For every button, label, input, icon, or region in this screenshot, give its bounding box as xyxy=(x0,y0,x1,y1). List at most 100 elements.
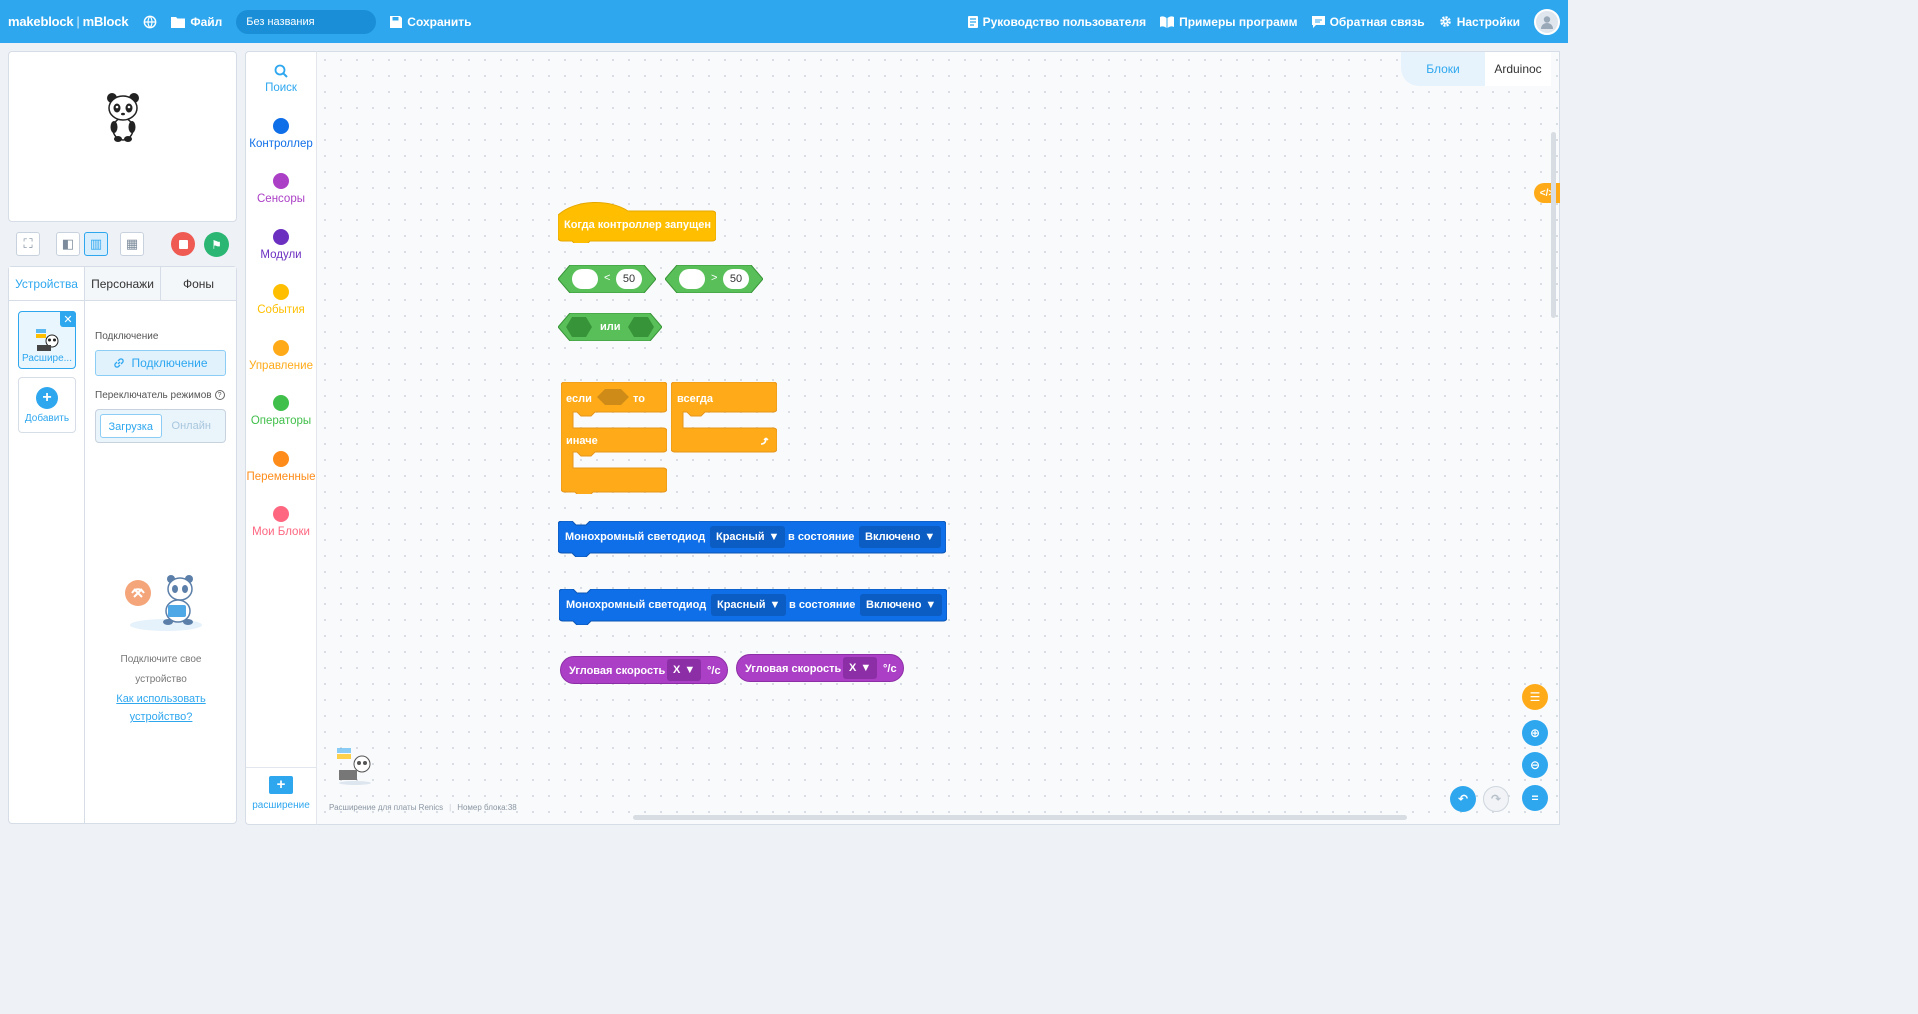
close-icon: ✕ xyxy=(63,313,73,326)
category-operators[interactable]: Операторы xyxy=(246,395,316,427)
chat-icon xyxy=(1311,15,1325,28)
lt-right-input[interactable]: 50 xyxy=(616,269,642,289)
list-indent-icon: ☰ xyxy=(1529,690,1541,704)
forever-label: всегда xyxy=(677,393,713,405)
zoom-out-button[interactable]: ⊖ xyxy=(1522,752,1548,778)
save-button[interactable]: Сохранить xyxy=(390,15,472,29)
if-label: если xyxy=(566,393,592,405)
gt-left-input[interactable] xyxy=(679,269,705,289)
workspace-footer: Расширение для платы Renics|Номер блока:… xyxy=(329,803,517,812)
help-link-line-2[interactable]: устройство? xyxy=(129,711,193,723)
tab-sprites[interactable]: Персонажи xyxy=(85,267,161,300)
tab-arduino-c[interactable]: Arduinoc xyxy=(1485,52,1551,86)
redo-button[interactable]: ↷ xyxy=(1483,786,1509,812)
category-variables[interactable]: Переменные xyxy=(246,451,316,483)
block-mono-led-1[interactable]: Монохромный светодиод Красный▼ в состоян… xyxy=(558,521,946,557)
block-mono-led-2[interactable]: Монохромный светодиод Красный▼ в состоян… xyxy=(559,589,947,625)
category-modules[interactable]: Модули xyxy=(246,229,316,261)
code-icon: </> xyxy=(1539,187,1555,199)
category-my-blocks[interactable]: Мои Блоки xyxy=(246,506,316,538)
gt-right-input[interactable]: 50 xyxy=(723,269,749,289)
category-operators-dot xyxy=(273,395,289,411)
script-workspace[interactable]: Блоки Arduinoc </> Когда контроллер запу… xyxy=(316,51,1560,825)
category-my-blocks-label: Мои Блоки xyxy=(252,526,310,538)
panda-sprite[interactable] xyxy=(105,91,141,143)
led-state-dropdown[interactable]: Включено▼ xyxy=(860,594,943,616)
category-search[interactable]: Поиск xyxy=(246,64,316,94)
help-icon[interactable]: ? xyxy=(214,390,225,401)
category-control[interactable]: Управление xyxy=(246,340,316,372)
tab-blocks[interactable]: Блоки xyxy=(1401,52,1485,86)
mode-switch[interactable]: Загрузка Онлайн xyxy=(95,409,226,443)
stop-button[interactable] xyxy=(171,232,195,256)
led-color-dropdown[interactable]: Красный▼ xyxy=(711,594,787,616)
connect-hint: Подключите свое устройство Как использов… xyxy=(85,567,237,726)
user-avatar[interactable] xyxy=(1534,8,1560,35)
globe-icon xyxy=(143,15,157,28)
led-state-value: Включено xyxy=(865,531,921,543)
block-forever[interactable]: всегда xyxy=(671,382,777,454)
category-sensors[interactable]: Сенсоры xyxy=(246,173,316,205)
block-angular-velocity-2[interactable]: Угловая скорость X▼ °/с xyxy=(736,654,904,682)
gyro-label: Угловая скорость xyxy=(745,663,842,675)
project-name-input[interactable] xyxy=(236,9,377,34)
forever-shape xyxy=(671,382,777,453)
settings-menu[interactable]: Настройки xyxy=(1439,15,1520,29)
mode-live[interactable]: Онлайн xyxy=(171,420,211,432)
large-stage-button[interactable]: ▥ xyxy=(84,232,108,256)
horizontal-scrollbar[interactable] xyxy=(633,815,1407,820)
category-events[interactable]: События xyxy=(246,284,316,316)
grid-view-button[interactable]: ▦ xyxy=(120,232,144,256)
category-control-label: Управление xyxy=(249,360,313,372)
category-controller[interactable]: Контроллер xyxy=(246,118,316,150)
vertical-scrollbar[interactable] xyxy=(1551,132,1556,318)
lt-left-input[interactable] xyxy=(572,269,598,289)
settings-label: Настройки xyxy=(1456,14,1520,29)
gyro-unit: °/с xyxy=(883,663,897,675)
tab-backdrops[interactable]: Фоны xyxy=(161,267,236,300)
sprite-tabs: Устройства Персонажи Фоны xyxy=(9,267,236,301)
connection-label: Подключение xyxy=(95,331,159,342)
user-guide-link[interactable]: Руководство пользователя xyxy=(967,15,1146,29)
code-view-tabs: Блоки Arduinoc xyxy=(1401,52,1551,86)
file-menu-label: Файл xyxy=(190,14,223,29)
file-menu[interactable]: Файл xyxy=(171,15,222,29)
device-settings: Подключение Подключение Переключатель ре… xyxy=(95,301,228,443)
block-or[interactable]: или xyxy=(558,313,662,341)
tab-devices[interactable]: Устройства xyxy=(9,267,85,300)
language-button[interactable] xyxy=(143,15,157,29)
examples-link[interactable]: Примеры программ xyxy=(1160,15,1298,29)
stage[interactable] xyxy=(8,51,237,222)
block-less-than[interactable]: < 50 xyxy=(558,265,656,293)
led-label: Монохромный светодиод xyxy=(566,599,707,611)
block-if-then-else[interactable]: если то иначе xyxy=(561,382,667,494)
gyro-axis-dropdown[interactable]: X▼ xyxy=(843,657,878,679)
extension-button[interactable]: + расширение xyxy=(246,776,316,811)
zoom-reset-button[interactable]: = xyxy=(1522,785,1548,811)
block-greater-than[interactable]: > 50 xyxy=(665,265,763,293)
fullscreen-button[interactable]: ⛶ xyxy=(16,232,40,256)
remove-device-button[interactable]: ✕ xyxy=(60,311,76,327)
undo-button[interactable]: ↶ xyxy=(1450,786,1476,812)
device-list: ✕ Расшире... + Добавить xyxy=(9,301,85,823)
gyro-axis-dropdown[interactable]: X▼ xyxy=(667,659,702,681)
category-controller-dot xyxy=(273,118,289,134)
green-flag-button[interactable]: ⚑ xyxy=(204,232,229,257)
zoom-in-button[interactable]: ⊕ xyxy=(1522,720,1548,746)
small-stage-button[interactable]: ◧ xyxy=(56,232,80,256)
folder-icon xyxy=(171,16,186,28)
connect-button[interactable]: Подключение xyxy=(95,350,226,376)
collapse-toolbox-button[interactable]: ☰ xyxy=(1522,684,1548,710)
help-link-line-1[interactable]: Как использовать xyxy=(116,693,206,705)
led-color-dropdown[interactable]: Красный▼ xyxy=(710,526,786,548)
add-device-button[interactable]: + Добавить xyxy=(18,377,76,433)
zoom-in-icon: ⊕ xyxy=(1529,726,1541,740)
mode-upload[interactable]: Загрузка xyxy=(100,414,162,438)
code-toggle-button[interactable]: </> xyxy=(1534,183,1560,203)
block-angular-velocity-1[interactable]: Угловая скорость X▼ °/с xyxy=(560,656,728,684)
gyro-label: Угловая скорость xyxy=(569,665,666,677)
led-state-dropdown[interactable]: Включено▼ xyxy=(859,526,942,548)
category-modules-dot xyxy=(273,229,289,245)
feedback-link[interactable]: Обратная связь xyxy=(1311,15,1425,29)
device-card[interactable]: ✕ Расшире... xyxy=(18,311,76,369)
